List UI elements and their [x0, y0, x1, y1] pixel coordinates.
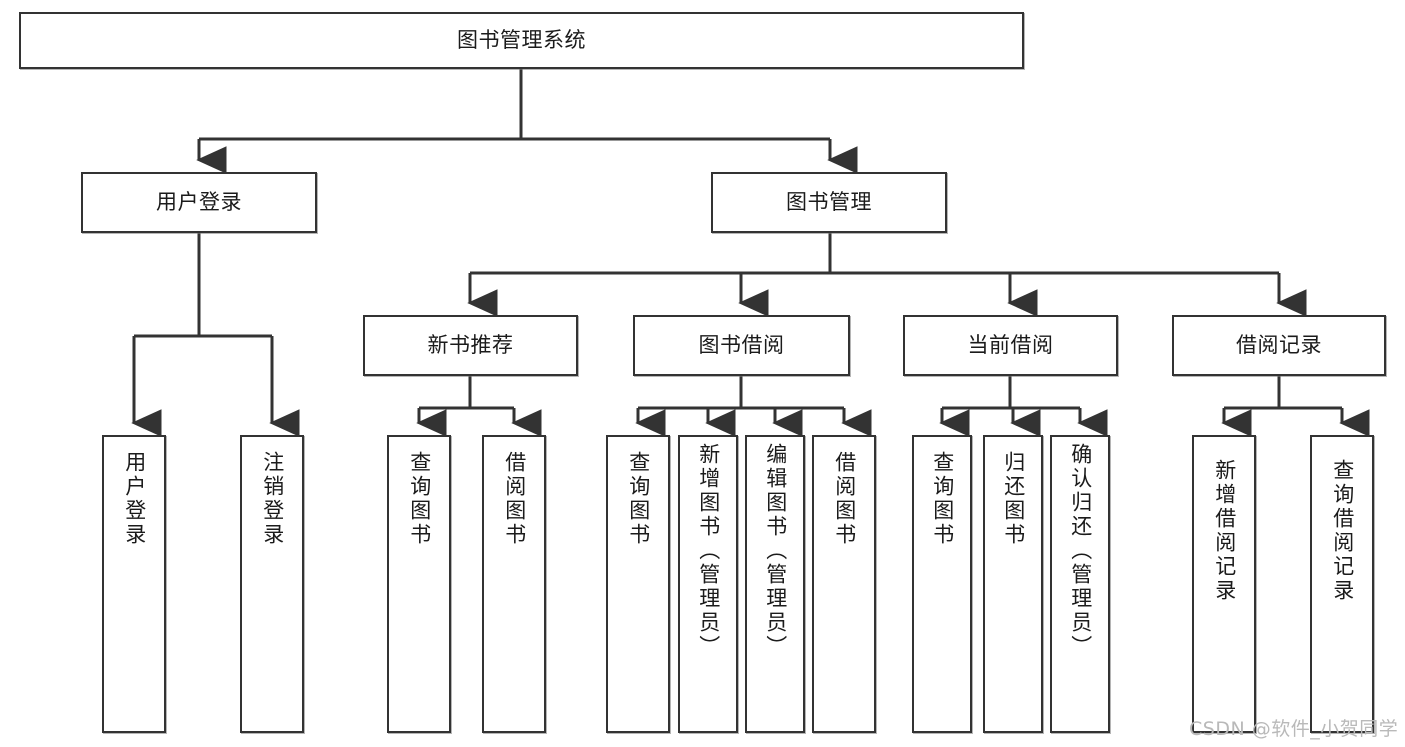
- node-label: 查询借阅记录: [1330, 459, 1355, 603]
- node-leaf-return-book[interactable]: 归还图书: [983, 435, 1043, 733]
- node-leaf-borrow-book-2[interactable]: 借阅图书: [812, 435, 876, 733]
- node-label: 借阅记录: [1236, 333, 1322, 358]
- node-leaf-query-book-1[interactable]: 查询图书: [387, 435, 451, 733]
- node-label: 编辑图书（管理员）: [763, 443, 788, 659]
- node-leaf-add-book-admin[interactable]: 新增图书（管理员）: [678, 435, 738, 733]
- node-leaf-user-logout[interactable]: 注销登录: [240, 435, 304, 733]
- node-leaf-user-login[interactable]: 用户登录: [102, 435, 166, 733]
- node-label: 借阅图书: [502, 451, 527, 547]
- node-leaf-query-borrow-record[interactable]: 查询借阅记录: [1310, 435, 1374, 733]
- node-book-borrow[interactable]: 图书借阅: [633, 315, 850, 376]
- node-label: 当前借阅: [967, 333, 1054, 358]
- node-label: 新增借阅记录: [1212, 459, 1237, 603]
- node-root-system[interactable]: 图书管理系统: [19, 12, 1024, 69]
- node-user-login[interactable]: 用户登录: [81, 172, 317, 233]
- node-current-borrow[interactable]: 当前借阅: [903, 315, 1118, 376]
- node-label: 查询图书: [626, 451, 651, 547]
- node-leaf-add-borrow-record[interactable]: 新增借阅记录: [1192, 435, 1256, 733]
- node-leaf-query-book-2[interactable]: 查询图书: [606, 435, 670, 733]
- node-label: 借阅图书: [832, 451, 857, 547]
- node-label: 用户登录: [156, 190, 242, 215]
- node-label: 注销登录: [260, 451, 285, 547]
- node-label: 图书管理系统: [457, 28, 586, 53]
- node-label: 确认归还（管理员）: [1068, 443, 1093, 659]
- node-leaf-edit-book-admin[interactable]: 编辑图书（管理员）: [745, 435, 805, 733]
- node-label: 新增图书（管理员）: [696, 443, 721, 659]
- node-label: 查询图书: [930, 451, 955, 547]
- node-book-management[interactable]: 图书管理: [711, 172, 947, 233]
- node-label: 查询图书: [407, 451, 432, 547]
- watermark-text: CSDN @软件_小贺同学: [1189, 718, 1399, 740]
- node-label: 归还图书: [1001, 451, 1026, 547]
- node-label: 图书借阅: [698, 333, 785, 358]
- node-borrow-record[interactable]: 借阅记录: [1172, 315, 1386, 376]
- node-label: 用户登录: [122, 451, 147, 547]
- node-label: 图书管理: [786, 190, 872, 215]
- node-label: 新书推荐: [427, 333, 514, 358]
- node-leaf-query-book-3[interactable]: 查询图书: [912, 435, 972, 733]
- node-leaf-borrow-book-1[interactable]: 借阅图书: [482, 435, 546, 733]
- node-new-book-recommend[interactable]: 新书推荐: [363, 315, 578, 376]
- node-leaf-confirm-return-admin[interactable]: 确认归还（管理员）: [1050, 435, 1110, 733]
